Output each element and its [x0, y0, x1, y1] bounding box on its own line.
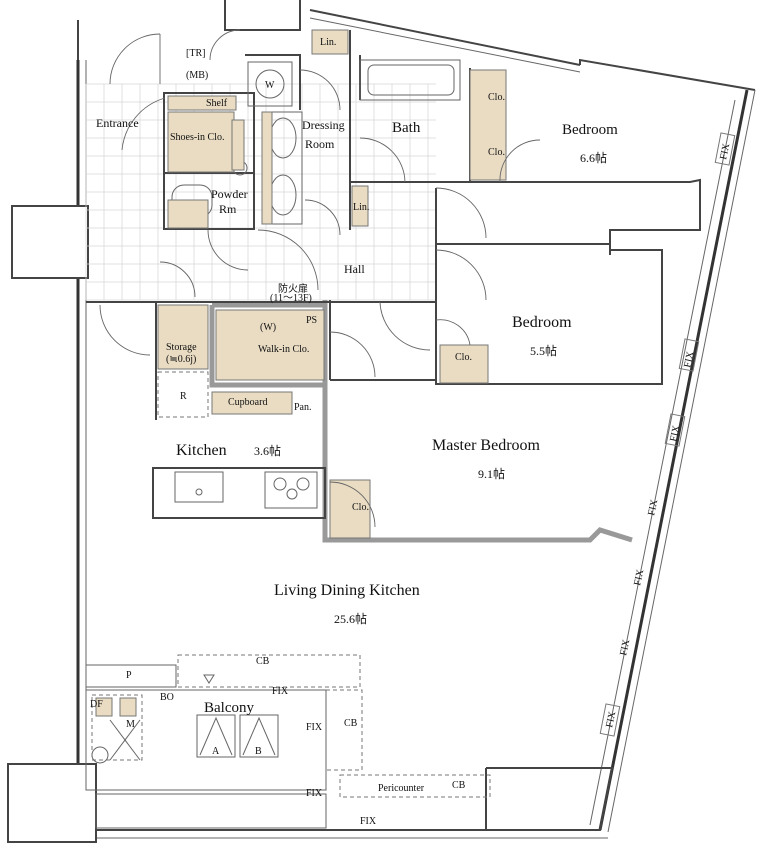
storage-line2: (≒0.6j) [166, 354, 196, 365]
bo-label: BO [160, 692, 174, 703]
m-label: M [126, 719, 135, 730]
bedroom-mid-size: 5.5帖 [530, 343, 557, 358]
room-labels: Bedroom 6.6帖 Bedroom 5.5帖 Master Bedroom… [96, 116, 618, 716]
powder-line2: Rm [219, 202, 237, 216]
ps-label: PS [306, 315, 317, 326]
fix-right-1: FIX [718, 142, 732, 161]
kitchen-name: Kitchen [176, 442, 227, 459]
lin-label: Lin. [320, 37, 336, 48]
clo-master: Clo. [352, 502, 369, 513]
bedroom-top-size: 6.6帖 [580, 150, 607, 165]
dressing-line2: Room [305, 137, 335, 151]
df-label: DF [90, 699, 103, 710]
shelf-label: Shelf [206, 98, 228, 109]
powder-line1: Powder [211, 187, 248, 201]
closets [157, 29, 507, 539]
shoes-name: Shoes-in Clo. [170, 132, 224, 143]
bath-name: Bath [392, 120, 421, 136]
fix-right-7: FIX [604, 710, 618, 729]
washer-label: W [265, 80, 275, 91]
balcony-name: Balcony [204, 700, 254, 716]
fixture-labels: [TR] (MB) Lin. Lin. W Shelf Clo. Clo. Cl… [90, 37, 732, 827]
cb-label-1: CB [256, 656, 270, 667]
walkin-name: Walk-in Clo. [258, 344, 309, 355]
tr-label: [TR] [186, 48, 205, 59]
kitchen-size: 3.6帖 [254, 443, 281, 458]
pan-label: Pan. [294, 402, 312, 413]
master-bedroom-name: Master Bedroom [432, 437, 541, 454]
clo-top-2: Clo. [488, 147, 505, 158]
cb-label-2: CB [344, 718, 358, 729]
entrance-name: Entrance [96, 116, 139, 130]
outlet-b: B [255, 746, 262, 757]
clo-top-1: Clo. [488, 92, 505, 103]
outlet-a: A [212, 746, 220, 757]
window-marks [599, 132, 736, 737]
ldk-name: Living Dining Kitchen [274, 582, 420, 599]
bedroom-mid-name: Bedroom [512, 314, 572, 331]
fix-balcony-1: FIX [272, 686, 289, 697]
pillar-left [11, 205, 89, 279]
doors [99, 29, 541, 528]
outer-walls [76, 0, 756, 839]
dressing-line1: Dressing [302, 118, 345, 132]
lin-lin-label: Lin. [353, 202, 369, 213]
cupboard-label: Cupboard [228, 397, 267, 408]
fix-right-2: FIX [682, 350, 696, 369]
storage-line1: Storage [166, 342, 197, 353]
ldk-size: 25.6帖 [334, 611, 367, 626]
fridge-label: R [180, 391, 187, 402]
pillar-bottom-right [485, 767, 614, 831]
w-paren-label: (W) [260, 322, 276, 333]
fix-bottom: FIX [360, 816, 377, 827]
hall-name: Hall [344, 262, 365, 276]
fix-right-5: FIX [632, 568, 646, 587]
fix-balcony-3: FIX [306, 788, 323, 799]
clo-mid: Clo. [455, 352, 472, 363]
fix-right-3: FIX [668, 424, 682, 443]
fix-right-4: FIX [646, 498, 660, 517]
fix-right-6: FIX [618, 638, 632, 657]
fix-balcony-2: FIX [306, 722, 323, 733]
cb-label-3: CB [452, 780, 466, 791]
firedoor-label-1: 防火扉 [278, 282, 308, 295]
balcony-area [85, 654, 491, 829]
firedoor-label-2: (11～13F) [270, 293, 312, 304]
mb-label: (MB) [186, 70, 208, 81]
bedroom-top-name: Bedroom [562, 122, 618, 138]
master-bedroom-size: 9.1帖 [478, 466, 505, 481]
pericounter-label: Pericounter [378, 783, 425, 794]
pillar-bottom-left [7, 763, 97, 843]
p-label: P [126, 670, 132, 681]
